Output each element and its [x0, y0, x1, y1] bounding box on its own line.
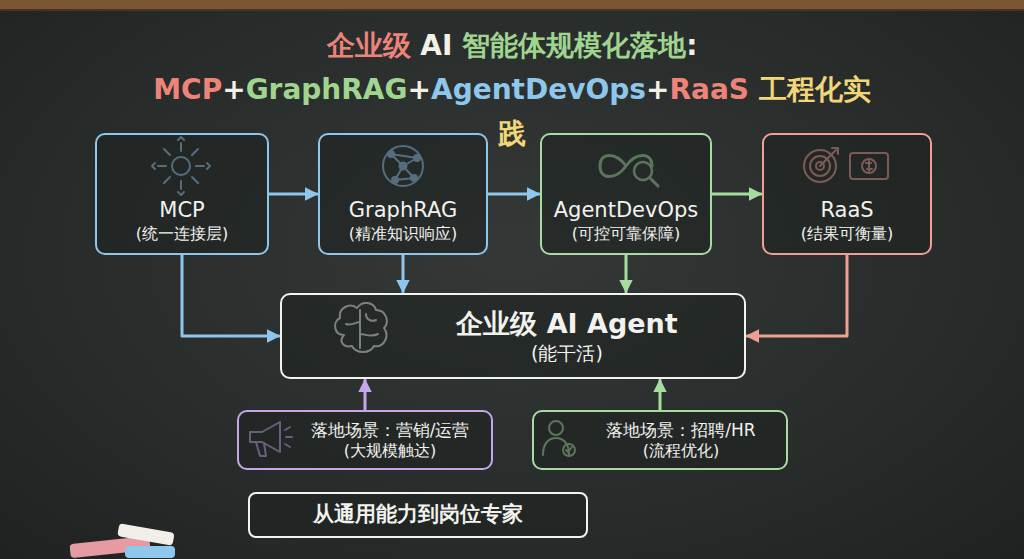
node-heading: AgentDevOps: [554, 197, 698, 224]
node-heading: 落地场景：招聘/HR: [606, 419, 755, 441]
flow-arrow: [747, 255, 847, 336]
title-segment: GraphRAG: [246, 73, 408, 106]
flow-arrow: [712, 193, 761, 196]
flow-arrow: [402, 255, 405, 292]
title-segment: RaaS: [669, 73, 749, 106]
node-subtitle: (统一连接层): [136, 224, 228, 245]
node-subtitle: (精准知识响应): [349, 224, 457, 245]
node-heading: RaaS: [820, 197, 873, 224]
layer-box: RaaS(结果可衡量): [762, 133, 932, 255]
node-heading: 从通用能力到岗位专家: [313, 501, 523, 528]
agent-box: 企业级 AI Agent(能干活): [280, 293, 746, 379]
flow-arrow: [364, 380, 367, 410]
frame-shadow: [0, 9, 1024, 11]
flow-arrow: [659, 380, 662, 410]
slogan-box: 从通用能力到岗位专家: [248, 492, 588, 538]
title-segment: 企业级: [327, 29, 411, 62]
node-subtitle: (可控可靠保障): [572, 224, 680, 245]
node-subtitle: (结果可衡量): [801, 224, 893, 245]
flow-arrow: [269, 193, 317, 196]
title-segment: AI: [420, 29, 452, 62]
scenario-box: 落地场景：招聘/HR(流程优化): [532, 410, 788, 470]
layer-box: AgentDevOps(可控可靠保障): [540, 133, 712, 255]
wood-frame: [0, 0, 1024, 9]
flow-arrow: [488, 193, 539, 196]
scenario-box: 落地场景：营销/运营(大规模触达): [237, 410, 493, 470]
node-subtitle: (大规模触达): [344, 441, 436, 462]
title-segment: MCP: [153, 73, 222, 106]
layer-box: MCP(统一连接层): [95, 133, 269, 255]
node-subtitle: (能干活): [531, 341, 603, 366]
node-heading: 企业级 AI Agent: [456, 306, 677, 341]
node-subtitle: (流程优化): [643, 441, 719, 462]
title-segment: 智能体规模化落地: [462, 29, 686, 62]
title-segment: AgentDevOps: [431, 73, 646, 106]
node-heading: 落地场景：营销/运营: [311, 419, 470, 441]
flow-arrow: [182, 255, 279, 336]
layer-box: GraphRAG(精准知识响应): [318, 133, 488, 255]
flow-arrow: [625, 255, 628, 292]
node-heading: GraphRAG: [349, 197, 457, 224]
node-heading: MCP: [159, 197, 204, 224]
chalk-sticks: [69, 523, 175, 558]
